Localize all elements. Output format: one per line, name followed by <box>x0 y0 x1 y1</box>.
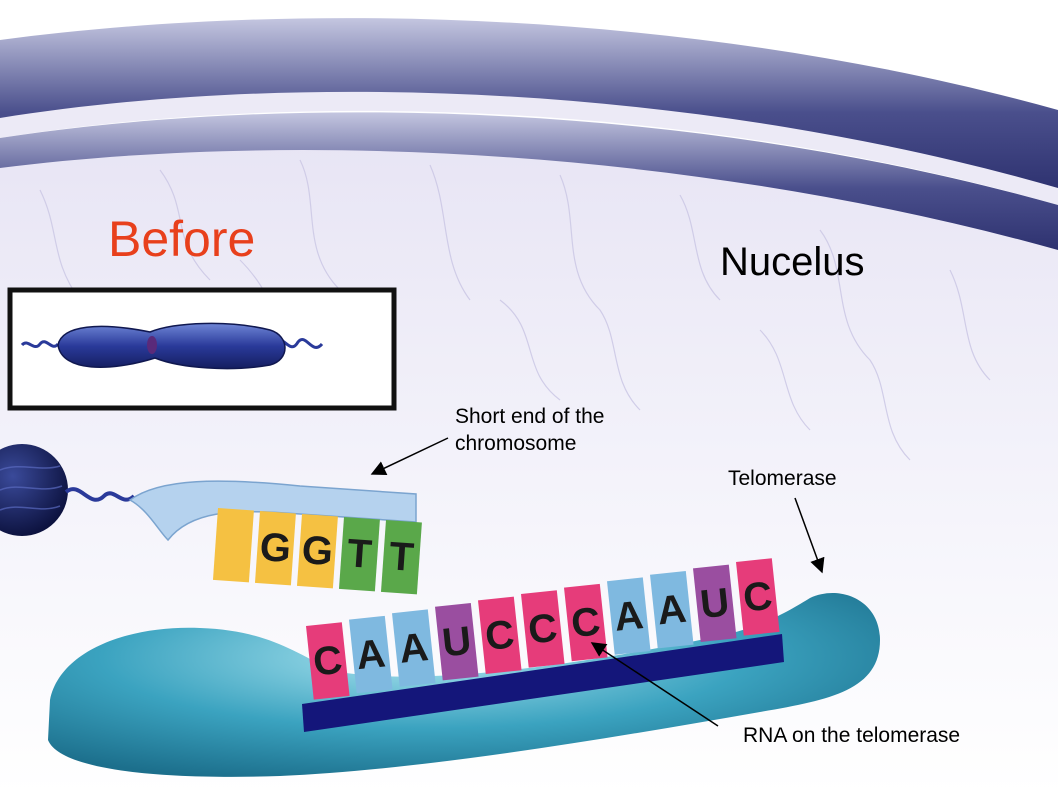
dna-base-tile <box>296 514 338 589</box>
rna-base-letter: A <box>354 631 387 678</box>
dna-base-letter: T <box>346 531 373 577</box>
rna-base-letter: C <box>483 612 516 659</box>
rna-base-4: C <box>478 596 522 674</box>
short-end-label-line2: chromosome <box>455 432 577 455</box>
rna-base-9: U <box>693 564 737 642</box>
short-end-label: Short end of the chromosome <box>455 403 604 457</box>
rna-base-8: A <box>650 571 694 649</box>
chromosome-left-tail <box>20 340 60 349</box>
centromere <box>147 336 157 354</box>
rna-base-0: C <box>306 622 350 700</box>
nuclear-membrane-outer <box>0 18 1058 190</box>
before-label: Before <box>108 211 256 267</box>
dna-base-tile <box>338 517 380 592</box>
rna-base-letter: C <box>311 638 344 685</box>
rna-label: RNA on the telomerase <box>743 724 961 747</box>
dna-linker <box>64 487 136 502</box>
rna-base-tile <box>736 558 780 636</box>
rna-base-10: C <box>736 558 780 636</box>
dna-base-0 <box>212 508 254 583</box>
dna-base-letter: G <box>258 525 292 571</box>
short-end-arrow <box>370 437 449 475</box>
rna-base-3: U <box>435 603 479 681</box>
rna-arrow <box>590 642 719 727</box>
rna-base-tile <box>349 615 393 694</box>
rna-base-letter: U <box>440 619 473 666</box>
dna-base-tile <box>254 511 296 586</box>
rna-base-tile <box>392 609 436 687</box>
nuclear-membrane-gap <box>0 91 1058 205</box>
rna-base-tile <box>650 571 694 649</box>
dna-base-4: T <box>380 520 422 595</box>
before-inset <box>7 287 397 411</box>
dna-base-letter: T <box>388 534 415 580</box>
rna-base-letter: A <box>397 625 430 672</box>
rna-base-2: A <box>392 609 436 687</box>
rna-base-tile <box>306 622 350 700</box>
dna-base-tile <box>212 508 254 583</box>
rna-base-letter: A <box>612 593 645 640</box>
rna-base-5: C <box>521 590 565 668</box>
dna-base-2: G <box>296 514 338 589</box>
nuclear-membrane-inner <box>0 112 1058 251</box>
rna-base-1: A <box>349 615 393 694</box>
rna-base-tile <box>435 603 479 681</box>
dna-base-1: G <box>254 511 296 586</box>
rna-base-letter: A <box>655 587 688 634</box>
rna-bar <box>302 634 784 732</box>
rna-base-letter: U <box>698 580 731 627</box>
dna-base-3: T <box>338 517 380 592</box>
rna-base-tile <box>478 596 522 674</box>
rna-base-tile <box>693 564 737 642</box>
rna-base-6: C <box>564 583 608 662</box>
chromosome-body <box>57 322 286 370</box>
rna-base-letter: C <box>741 574 774 621</box>
rna-base-tile <box>521 590 565 668</box>
rna-base-letter: C <box>526 606 559 653</box>
rna-base-tile <box>564 583 608 662</box>
dna-base-tile <box>380 520 422 595</box>
nucleus-label: Nucelus <box>720 240 865 284</box>
rna-base-7: A <box>607 577 651 655</box>
rna-base-tile <box>607 577 651 655</box>
dna-base-letter: G <box>300 528 334 574</box>
short-end-label-line1: Short end of the <box>455 405 605 428</box>
telomerase-arrow <box>794 497 825 574</box>
telomerase-label: Telomerase <box>728 467 837 490</box>
rna-base-letter: C <box>569 599 602 646</box>
